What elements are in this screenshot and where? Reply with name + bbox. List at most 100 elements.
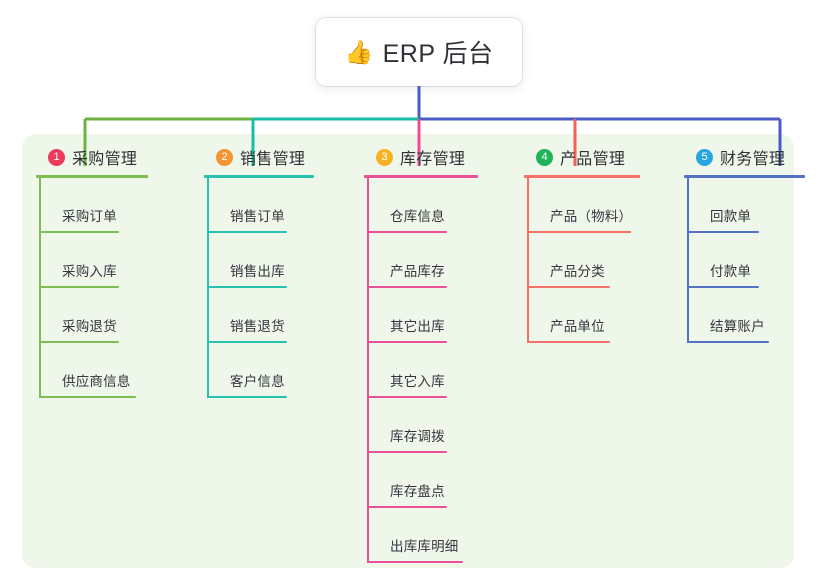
- item-label: 采购订单: [62, 209, 117, 224]
- column-title-sales: 销售管理: [240, 151, 306, 168]
- item-underline: [207, 341, 287, 343]
- list-item[interactable]: 销售退货: [204, 288, 314, 343]
- column-finance: 5 财务管理回款单付款单结算账户: [684, 144, 805, 343]
- column-items-purchase: 采购订单采购入库采购退货供应商信息: [36, 178, 148, 398]
- item-stem: [207, 233, 209, 288]
- item-label: 销售出库: [230, 264, 285, 279]
- list-item[interactable]: 产品库存: [364, 233, 478, 288]
- list-item[interactable]: 结算账户: [684, 288, 805, 343]
- item-underline: [367, 451, 447, 453]
- item-label: 出库库明细: [390, 539, 459, 554]
- column-items-product: 产品（物料） 产品分类产品单位: [524, 178, 640, 343]
- column-items-finance: 回款单付款单结算账户: [684, 178, 805, 343]
- item-underline: [39, 286, 119, 288]
- root-node-label: ERP 后台: [382, 40, 494, 68]
- list-item[interactable]: 其它出库: [364, 288, 478, 343]
- item-label: 采购入库: [62, 264, 117, 279]
- column-items-inventory: 仓库信息产品库存其它出库其它入库库存调拨库存盘点出库库明细: [364, 178, 478, 563]
- item-underline: [207, 286, 287, 288]
- column-title-inventory: 库存管理: [400, 151, 466, 168]
- item-label: 回款单: [710, 209, 752, 224]
- list-item[interactable]: 销售订单: [204, 178, 314, 233]
- list-item[interactable]: 供应商信息: [36, 343, 148, 398]
- item-underline: [39, 231, 119, 233]
- item-label: 产品库存: [390, 264, 445, 279]
- list-item[interactable]: 产品分类: [524, 233, 640, 288]
- column-header-finance[interactable]: 5 财务管理: [684, 144, 805, 170]
- list-item[interactable]: 采购入库: [36, 233, 148, 288]
- item-label: 其它入库: [390, 374, 445, 389]
- item-label: 产品单位: [550, 319, 605, 334]
- column-index-badge: 5: [696, 148, 713, 166]
- list-item[interactable]: 客户信息: [204, 343, 314, 398]
- item-underline: [687, 286, 759, 288]
- item-underline: [367, 286, 447, 288]
- item-underline: [367, 341, 447, 343]
- item-label: 库存盘点: [390, 484, 445, 499]
- item-stem: [367, 508, 369, 563]
- list-item[interactable]: 出库库明细: [364, 508, 478, 563]
- item-label: 供应商信息: [62, 374, 131, 389]
- root-node-card[interactable]: 👍 ERP 后台: [316, 18, 522, 86]
- item-label: 付款单: [710, 264, 752, 279]
- item-underline: [207, 231, 287, 233]
- column-index-badge: 4: [536, 148, 553, 166]
- column-product: 4 产品管理产品（物料） 产品分类产品单位: [524, 144, 640, 343]
- item-underline: [527, 341, 610, 343]
- item-label: 销售退货: [230, 319, 285, 334]
- item-stem: [207, 343, 209, 398]
- item-stem: [527, 233, 529, 288]
- item-stem: [367, 453, 369, 508]
- column-rule-inventory: [364, 175, 478, 178]
- root-node-title: 👍 ERP 后台: [344, 34, 493, 70]
- item-underline: [367, 561, 463, 563]
- column-items-sales: 销售订单销售出库销售退货客户信息: [204, 178, 314, 398]
- item-stem: [687, 288, 689, 343]
- list-item[interactable]: 采购退货: [36, 288, 148, 343]
- item-underline: [527, 286, 610, 288]
- column-title-purchase: 采购管理: [72, 151, 138, 168]
- list-item[interactable]: 付款单: [684, 233, 805, 288]
- item-stem: [207, 178, 209, 233]
- item-stem: [39, 288, 41, 343]
- list-item[interactable]: 采购订单: [36, 178, 148, 233]
- item-label: 产品分类: [550, 264, 605, 279]
- item-stem: [687, 178, 689, 233]
- column-title-product: 产品管理: [560, 151, 626, 168]
- column-rule-sales: [204, 175, 314, 178]
- item-stem: [367, 288, 369, 343]
- list-item[interactable]: 其它入库: [364, 343, 478, 398]
- item-stem: [39, 233, 41, 288]
- list-item[interactable]: 库存盘点: [364, 453, 478, 508]
- column-title-finance: 财务管理: [720, 151, 786, 168]
- column-inventory: 3 库存管理仓库信息产品库存其它出库其它入库库存调拨库存盘点出库库明细: [364, 144, 478, 563]
- item-stem: [39, 178, 41, 233]
- item-stem: [367, 343, 369, 398]
- column-index-badge: 3: [376, 148, 393, 166]
- list-item[interactable]: 销售出库: [204, 233, 314, 288]
- column-header-inventory[interactable]: 3 库存管理: [364, 144, 478, 170]
- diagram-panel: [22, 134, 794, 568]
- column-header-product[interactable]: 4 产品管理: [524, 144, 640, 170]
- item-stem: [207, 288, 209, 343]
- column-rule-purchase: [36, 175, 148, 178]
- list-item[interactable]: 回款单: [684, 178, 805, 233]
- item-stem: [39, 343, 41, 398]
- item-underline: [367, 396, 447, 398]
- item-label: 结算账户: [710, 319, 765, 334]
- item-underline: [39, 341, 119, 343]
- item-label: 仓库信息: [390, 209, 445, 224]
- list-item[interactable]: 仓库信息: [364, 178, 478, 233]
- thumbs-up-icon: 👍: [344, 38, 374, 65]
- list-item[interactable]: 产品单位: [524, 288, 640, 343]
- list-item[interactable]: 产品（物料）: [524, 178, 640, 233]
- list-item[interactable]: 库存调拨: [364, 398, 478, 453]
- item-stem: [527, 288, 529, 343]
- item-label: 销售订单: [230, 209, 285, 224]
- item-stem: [367, 178, 369, 233]
- item-label: 采购退货: [62, 319, 117, 334]
